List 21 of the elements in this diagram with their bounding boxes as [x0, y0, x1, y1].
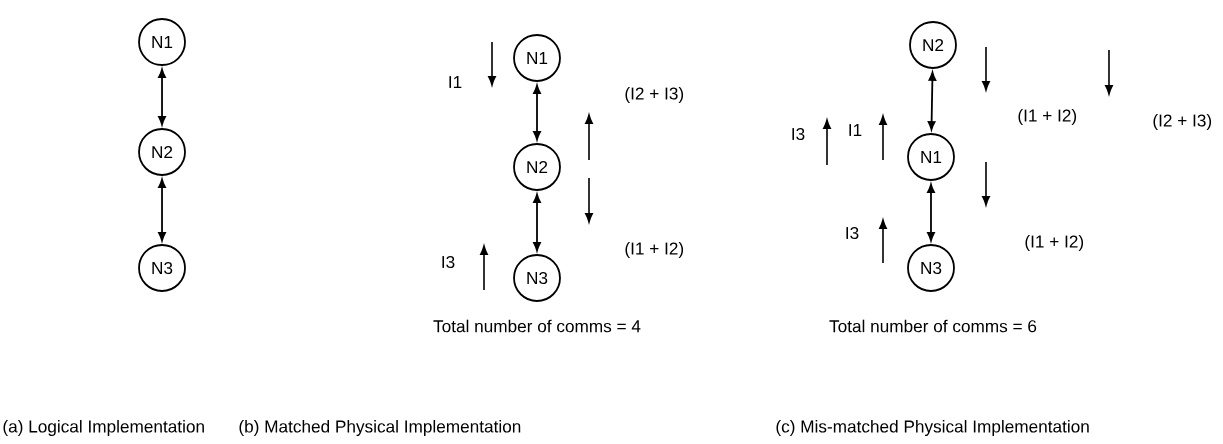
flow-label: I1: [449, 76, 462, 88]
double-arrow: [158, 178, 166, 242]
flow-label: (I2 + I3): [625, 87, 684, 103]
flow-label: (I1 + I2): [1018, 109, 1077, 125]
double-arrow: [533, 193, 541, 252]
flow-label: I3: [846, 226, 859, 240]
double-arrow: [927, 183, 935, 242]
double-arrow: [927, 71, 937, 131]
flow-label: I1: [849, 124, 862, 136]
double-arrow: [158, 68, 166, 126]
flow-label: (I1 + I2): [625, 242, 684, 258]
panel-caption: (b) Matched Physical Implementation: [239, 420, 521, 436]
panel-caption: (c) Mis-matched Physical Implementation: [776, 420, 1089, 436]
double-arrow: [533, 84, 541, 141]
panel-caption: (a) Logical Implementation: [3, 420, 204, 436]
flow-label: (I2 + I3): [1153, 114, 1212, 130]
flow-label: I3: [442, 255, 455, 269]
flow-label: I3: [792, 127, 805, 141]
flow-label: (I1 + I2): [1025, 235, 1084, 251]
total-note: Total number of comms = 4: [433, 319, 641, 333]
total-note: Total number of comms = 6: [829, 319, 1037, 333]
